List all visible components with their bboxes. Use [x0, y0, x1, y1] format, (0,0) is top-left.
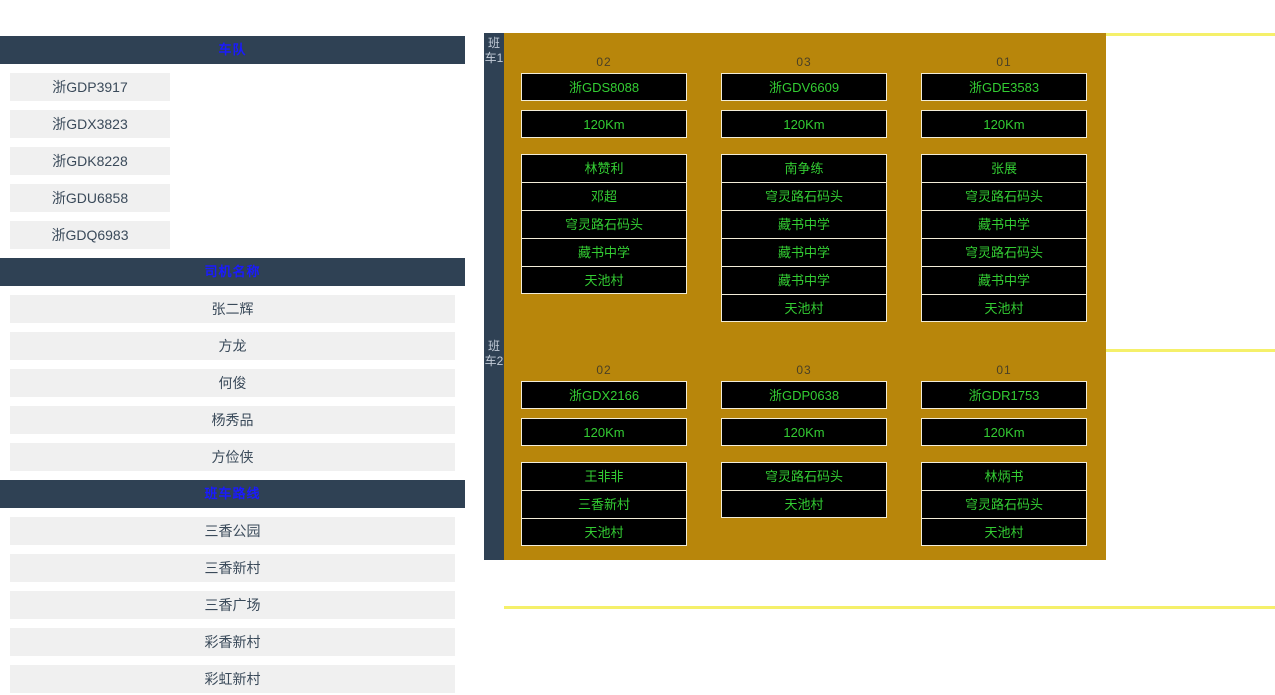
stop-list: 张展穹灵路石码头藏书中学穹灵路石码头藏书中学天池村 — [921, 154, 1087, 322]
plate-card[interactable]: 浙GDP0638 — [721, 381, 887, 409]
stop-card[interactable]: 藏书中学 — [721, 266, 887, 294]
left-sidebar: 车队浙GDP3917 浙GDX3823 浙GDK8228 浙GDU6858 浙GDQ69… — [0, 36, 465, 695]
stop-card[interactable]: 天池村 — [921, 518, 1087, 546]
column-header: 01 — [996, 55, 1012, 69]
distance-card[interactable]: 120Km — [721, 110, 887, 138]
list-item[interactable]: 何俊 — [10, 369, 455, 397]
bus-column: 02 浙GDX2166 120Km 王非非三香新村天池村 — [504, 336, 704, 546]
list-item[interactable]: 彩虹新村 — [10, 665, 455, 693]
stop-list: 林炳书穹灵路石码头天池村 — [921, 462, 1087, 546]
section-header-routes: 班车路线 — [0, 480, 465, 508]
distance-card[interactable]: 120Km — [521, 110, 687, 138]
stop-card[interactable]: 王非非 — [521, 462, 687, 490]
stop-list: 南争练穹灵路石码头藏书中学藏书中学藏书中学天池村 — [721, 154, 887, 322]
sidebar-section-routes: 班车路线三香公园三香新村三香广场彩香新村彩虹新村 — [0, 480, 465, 693]
distance-card[interactable]: 120Km — [921, 418, 1087, 446]
stop-list: 王非非三香新村天池村 — [521, 462, 687, 546]
stop-card[interactable]: 天池村 — [521, 266, 687, 294]
list-item[interactable]: 方龙 — [10, 332, 455, 360]
plate-card[interactable]: 浙GDV6609 — [721, 73, 887, 101]
bus-column: 03 浙GDP0638 120Km 穹灵路石码头天池村 — [704, 336, 904, 546]
bus-group-label: 班车1 — [484, 33, 504, 336]
plate-card[interactable]: 浙GDE3583 — [921, 73, 1087, 101]
stop-card[interactable]: 天池村 — [721, 294, 887, 322]
stop-card[interactable]: 藏书中学 — [921, 210, 1087, 238]
distance-card[interactable]: 120Km — [921, 110, 1087, 138]
stop-card[interactable]: 穹灵路石码头 — [921, 182, 1087, 210]
column-header: 02 — [596, 55, 612, 69]
distance-card[interactable]: 120Km — [521, 418, 687, 446]
list-item[interactable]: 浙GDK8228 — [10, 147, 170, 175]
section-header-drivers: 司机名称 — [0, 258, 465, 286]
distance-card[interactable]: 120Km — [721, 418, 887, 446]
stop-card[interactable]: 天池村 — [921, 294, 1087, 322]
stop-card[interactable]: 林赞利 — [521, 154, 687, 182]
plate-card[interactable]: 浙GDR1753 — [921, 381, 1087, 409]
bus-group-label: 班车2 — [484, 336, 504, 560]
sidebar-section-vehicles: 车队浙GDP3917 浙GDX3823 浙GDK8228 浙GDU6858 浙GDQ69… — [0, 36, 465, 249]
column-header: 02 — [596, 363, 612, 377]
list-item[interactable]: 张二辉 — [10, 295, 455, 323]
column-header: 03 — [796, 55, 812, 69]
stop-card[interactable]: 穹灵路石码头 — [721, 462, 887, 490]
stop-card[interactable]: 穹灵路石码头 — [921, 490, 1087, 518]
stop-card[interactable]: 天池村 — [521, 518, 687, 546]
list-item[interactable]: 浙GDU6858 — [10, 184, 170, 212]
column-header: 01 — [996, 363, 1012, 377]
stop-card[interactable]: 藏书中学 — [721, 210, 887, 238]
stop-card[interactable]: 三香新村 — [521, 490, 687, 518]
list-item[interactable]: 三香新村 — [10, 554, 455, 582]
bus-column: 02 浙GDS8088 120Km 林赞利邓超穹灵路石码头藏书中学天池村 — [504, 33, 704, 322]
list-item[interactable]: 杨秀品 — [10, 406, 455, 434]
list-item[interactable]: 浙GDX3823 — [10, 110, 170, 138]
stop-card[interactable]: 穹灵路石码头 — [921, 238, 1087, 266]
list-item[interactable]: 浙GDQ6983 — [10, 221, 170, 249]
stop-card[interactable]: 林炳书 — [921, 462, 1087, 490]
sidebar-section-drivers: 司机名称张二辉方龙何俊杨秀品方俭侠 — [0, 258, 465, 471]
list-item[interactable]: 三香公园 — [10, 517, 455, 545]
stop-list: 穹灵路石码头天池村 — [721, 462, 887, 518]
stop-card[interactable]: 天池村 — [721, 490, 887, 518]
stop-card[interactable]: 穹灵路石码头 — [521, 210, 687, 238]
bus-column: 01 浙GDR1753 120Km 林炳书穹灵路石码头天池村 — [904, 336, 1104, 546]
section-header-vehicles: 车队 — [0, 36, 465, 64]
section-list-routes: 三香公园三香新村三香广场彩香新村彩虹新村 — [0, 517, 465, 693]
stop-card[interactable]: 穹灵路石码头 — [721, 182, 887, 210]
plate-card[interactable]: 浙GDX2166 — [521, 381, 687, 409]
stop-card[interactable]: 张展 — [921, 154, 1087, 182]
list-item[interactable]: 方俭侠 — [10, 443, 455, 471]
column-header: 03 — [796, 363, 812, 377]
stop-card[interactable]: 南争练 — [721, 154, 887, 182]
list-item[interactable]: 浙GDP3917 — [10, 73, 170, 101]
stop-card[interactable]: 藏书中学 — [921, 266, 1087, 294]
divider-rule-bottom — [504, 606, 1275, 609]
stop-list: 林赞利邓超穹灵路石码头藏书中学天池村 — [521, 154, 687, 294]
stop-card[interactable]: 藏书中学 — [721, 238, 887, 266]
plate-card[interactable]: 浙GDS8088 — [521, 73, 687, 101]
stop-card[interactable]: 邓超 — [521, 182, 687, 210]
section-list-drivers: 张二辉方龙何俊杨秀品方俭侠 — [0, 295, 465, 471]
list-item[interactable]: 三香广场 — [10, 591, 455, 619]
stop-card[interactable]: 藏书中学 — [521, 238, 687, 266]
section-list-vehicles: 浙GDP3917 浙GDX3823 浙GDK8228 浙GDU6858 浙GDQ6983 — [0, 73, 465, 249]
list-item[interactable]: 彩香新村 — [10, 628, 455, 656]
